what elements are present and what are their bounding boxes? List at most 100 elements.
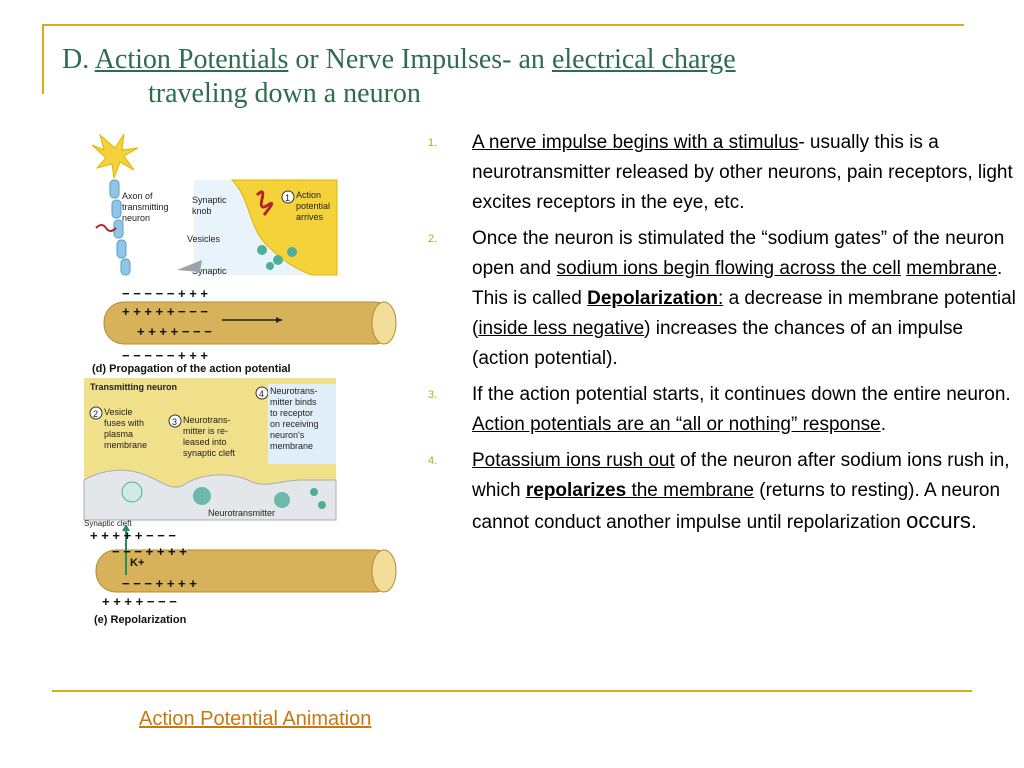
synapse-panel: Axon of transmitting neuron Synaptic kno… bbox=[91, 133, 338, 276]
impulse-squiggle-small bbox=[95, 224, 117, 232]
caption-propagation: (d) Propagation of the action potential bbox=[92, 363, 291, 375]
label-step2-1: Vesicle bbox=[104, 407, 133, 417]
bullet-2-text-a: Once the neuron is stimulated the “sodiu… bbox=[472, 228, 1005, 279]
svg-text:4: 4 bbox=[259, 389, 264, 399]
label-synaptic-knob-2: knob bbox=[192, 206, 212, 216]
label-step4-6: membrane bbox=[270, 441, 313, 451]
release-panel: Transmitting neuron 2 Vesicle fuses with… bbox=[83, 378, 337, 521]
label-step3-4: synaptic cleft bbox=[183, 448, 236, 458]
bullet-4-underline-potassium: Potassium ions rush out bbox=[472, 450, 675, 471]
bullet-4-term-repolarizes: repolarizes bbox=[525, 480, 627, 501]
label-step2-2: fuses with bbox=[104, 418, 144, 428]
bullet-4-text-occurs: occurs. bbox=[906, 508, 978, 533]
bullet-3-text-a: If the action potential starts, it conti… bbox=[472, 384, 1011, 405]
svg-text:mitter binds: mitter binds bbox=[270, 397, 317, 407]
bottom-rule bbox=[52, 690, 972, 692]
label-step2-3: plasma bbox=[104, 429, 133, 439]
bullet-2-text-h: a decrease in membrane potential ( bbox=[472, 288, 1016, 339]
bullet-2-underline-sodium: sodium ions begin flowing across the cel… bbox=[556, 258, 901, 279]
svg-text:− − − + + + +: − − − + + + + bbox=[112, 544, 187, 559]
label-step4-4: on receiving bbox=[270, 419, 319, 429]
label-axon-2: transmitting bbox=[122, 202, 169, 212]
label-step4-2: mitter binds bbox=[270, 397, 317, 407]
label-step1-3: arrives bbox=[296, 212, 324, 222]
title-mid: or Nerve Impulses- an bbox=[288, 44, 552, 75]
bullet-number: 2. bbox=[428, 233, 438, 245]
label-step4-1: Neurotrans- bbox=[270, 386, 318, 396]
svg-text:mitter is re-: mitter is re- bbox=[183, 426, 228, 436]
svg-text:synaptic cleft: synaptic cleft bbox=[183, 448, 236, 458]
label-step3-3: leased into bbox=[183, 437, 227, 447]
label-axon-3: neuron bbox=[122, 213, 150, 223]
title-line-2: traveling down a neuron bbox=[148, 78, 421, 109]
svg-text:Synaptic: Synaptic bbox=[192, 195, 227, 205]
label-step3-1: Neurotrans- bbox=[183, 415, 231, 425]
title-term-action-potentials: Action Potentials bbox=[94, 44, 289, 75]
bullet-list: 1. A nerve impulse begins with a stimulus… bbox=[428, 128, 1018, 544]
svg-text:+ + + + − − −: + + + + − − − bbox=[137, 324, 212, 339]
bullet-2-colon: : bbox=[718, 288, 724, 309]
bullet-3-text-c: . bbox=[880, 414, 887, 435]
action-potential-illustration: Axon of transmitting neuron Synaptic kno… bbox=[83, 133, 397, 626]
label-axon-1: Axon of bbox=[122, 191, 153, 201]
svg-text:membrane: membrane bbox=[270, 441, 313, 451]
label-synaptic-knob-1: Synaptic bbox=[192, 195, 227, 205]
svg-text:Neurotrans-: Neurotrans- bbox=[270, 386, 318, 396]
title-prefix: D. bbox=[62, 44, 95, 75]
svg-text:+ + + + − − −: + + + + − − − bbox=[102, 594, 177, 609]
svg-text:+ + + + + − − −: + + + + + − − − bbox=[90, 528, 176, 543]
top-rule-vertical bbox=[42, 24, 44, 94]
label-synaptic: Synaptic bbox=[192, 266, 227, 276]
svg-text:Vesicle: Vesicle bbox=[104, 407, 133, 417]
svg-text:fuses with: fuses with bbox=[104, 418, 144, 428]
svg-text:knob: knob bbox=[192, 206, 212, 216]
svg-text:neuron's: neuron's bbox=[270, 430, 305, 440]
bullet-4: 4. Potassium ions rush out of the neuron … bbox=[428, 446, 1018, 538]
svg-text:2: 2 bbox=[93, 409, 98, 419]
depolarization-axon: − − − − − + + + + + + + + − − − + + + + … bbox=[103, 286, 397, 363]
svg-text:on receiving: on receiving bbox=[270, 419, 319, 429]
bullet-2-term-depolarization: Depolarization bbox=[587, 288, 719, 309]
repolarization-axon: Synaptic cleft K+ + + + + + − − − − − − … bbox=[84, 519, 397, 626]
svg-text:transmitting: transmitting bbox=[122, 202, 169, 212]
bullet-3-underline-all-or-nothing: Action potentials are an “all or nothing… bbox=[472, 414, 881, 435]
svg-text:neuron: neuron bbox=[122, 213, 150, 223]
bullet-1-underline-stimulus: A nerve impulse begins with a stimulus bbox=[472, 132, 799, 153]
svg-text:leased into: leased into bbox=[183, 437, 227, 447]
label-step3-2: mitter is re- bbox=[183, 426, 228, 436]
svg-text:potential: potential bbox=[296, 201, 330, 211]
bullet-number: 1. bbox=[428, 137, 438, 149]
label-neurotransmitter: Neurotransmitter bbox=[208, 508, 275, 518]
bullet-2: 2. Once the neuron is stimulated the “sod… bbox=[428, 224, 1018, 374]
bullet-1: 1. A nerve impulse begins with a stimulus… bbox=[428, 128, 1018, 218]
action-potential-animation-link[interactable]: Action Potential Animation bbox=[139, 708, 372, 730]
slide-title: D. Action Potentials or Nerve Impulses- … bbox=[62, 40, 1002, 114]
label-step4-3: to receptor bbox=[270, 408, 313, 418]
bullet-number: 3. bbox=[428, 389, 438, 401]
bullet-4-underline-membrane: the membrane bbox=[626, 480, 754, 501]
label-step2-4: membrane bbox=[104, 440, 147, 450]
svg-text:+ + + + + − − −: + + + + + − − − bbox=[122, 304, 208, 319]
bullet-number: 4. bbox=[428, 455, 438, 467]
caption-repolarization: (e) Repolarization bbox=[94, 614, 187, 626]
svg-text:arrives: arrives bbox=[296, 212, 324, 222]
svg-text:− − − − − + + +: − − − − − + + + bbox=[122, 286, 208, 301]
label-step1-2: potential bbox=[296, 201, 330, 211]
svg-text:to receptor: to receptor bbox=[270, 408, 313, 418]
svg-text:Axon of: Axon of bbox=[122, 191, 153, 201]
label-transmitting-neuron: Transmitting neuron bbox=[90, 382, 177, 392]
bullet-2-text-e: . This is called bbox=[472, 258, 1003, 309]
svg-text:− − − + + + +: − − − + + + + bbox=[122, 576, 197, 591]
gray-arrow bbox=[177, 260, 202, 272]
label-step1-1: Action bbox=[296, 190, 321, 200]
bullet-4-text-b: of the neuron after sodium ions rush in,… bbox=[472, 450, 1010, 501]
bullet-3: 3. If the action potential starts, it con… bbox=[428, 380, 1018, 440]
label-synaptic-cleft: Synaptic cleft bbox=[84, 519, 132, 528]
bullet-2-underline-inside-less-negative: inside less negative bbox=[478, 318, 645, 339]
bullet-2-underline-membrane: membrane bbox=[906, 258, 997, 279]
bullet-1-text: - usually this is a neurotransmitter rel… bbox=[472, 132, 1013, 213]
svg-text:− − − − − + + +: − − − − − + + + bbox=[122, 348, 208, 363]
bullet-2-text-j: ) increases the chances of an impulse (a… bbox=[472, 318, 964, 369]
label-k-ion: K+ bbox=[130, 557, 144, 569]
svg-text:membrane: membrane bbox=[104, 440, 147, 450]
